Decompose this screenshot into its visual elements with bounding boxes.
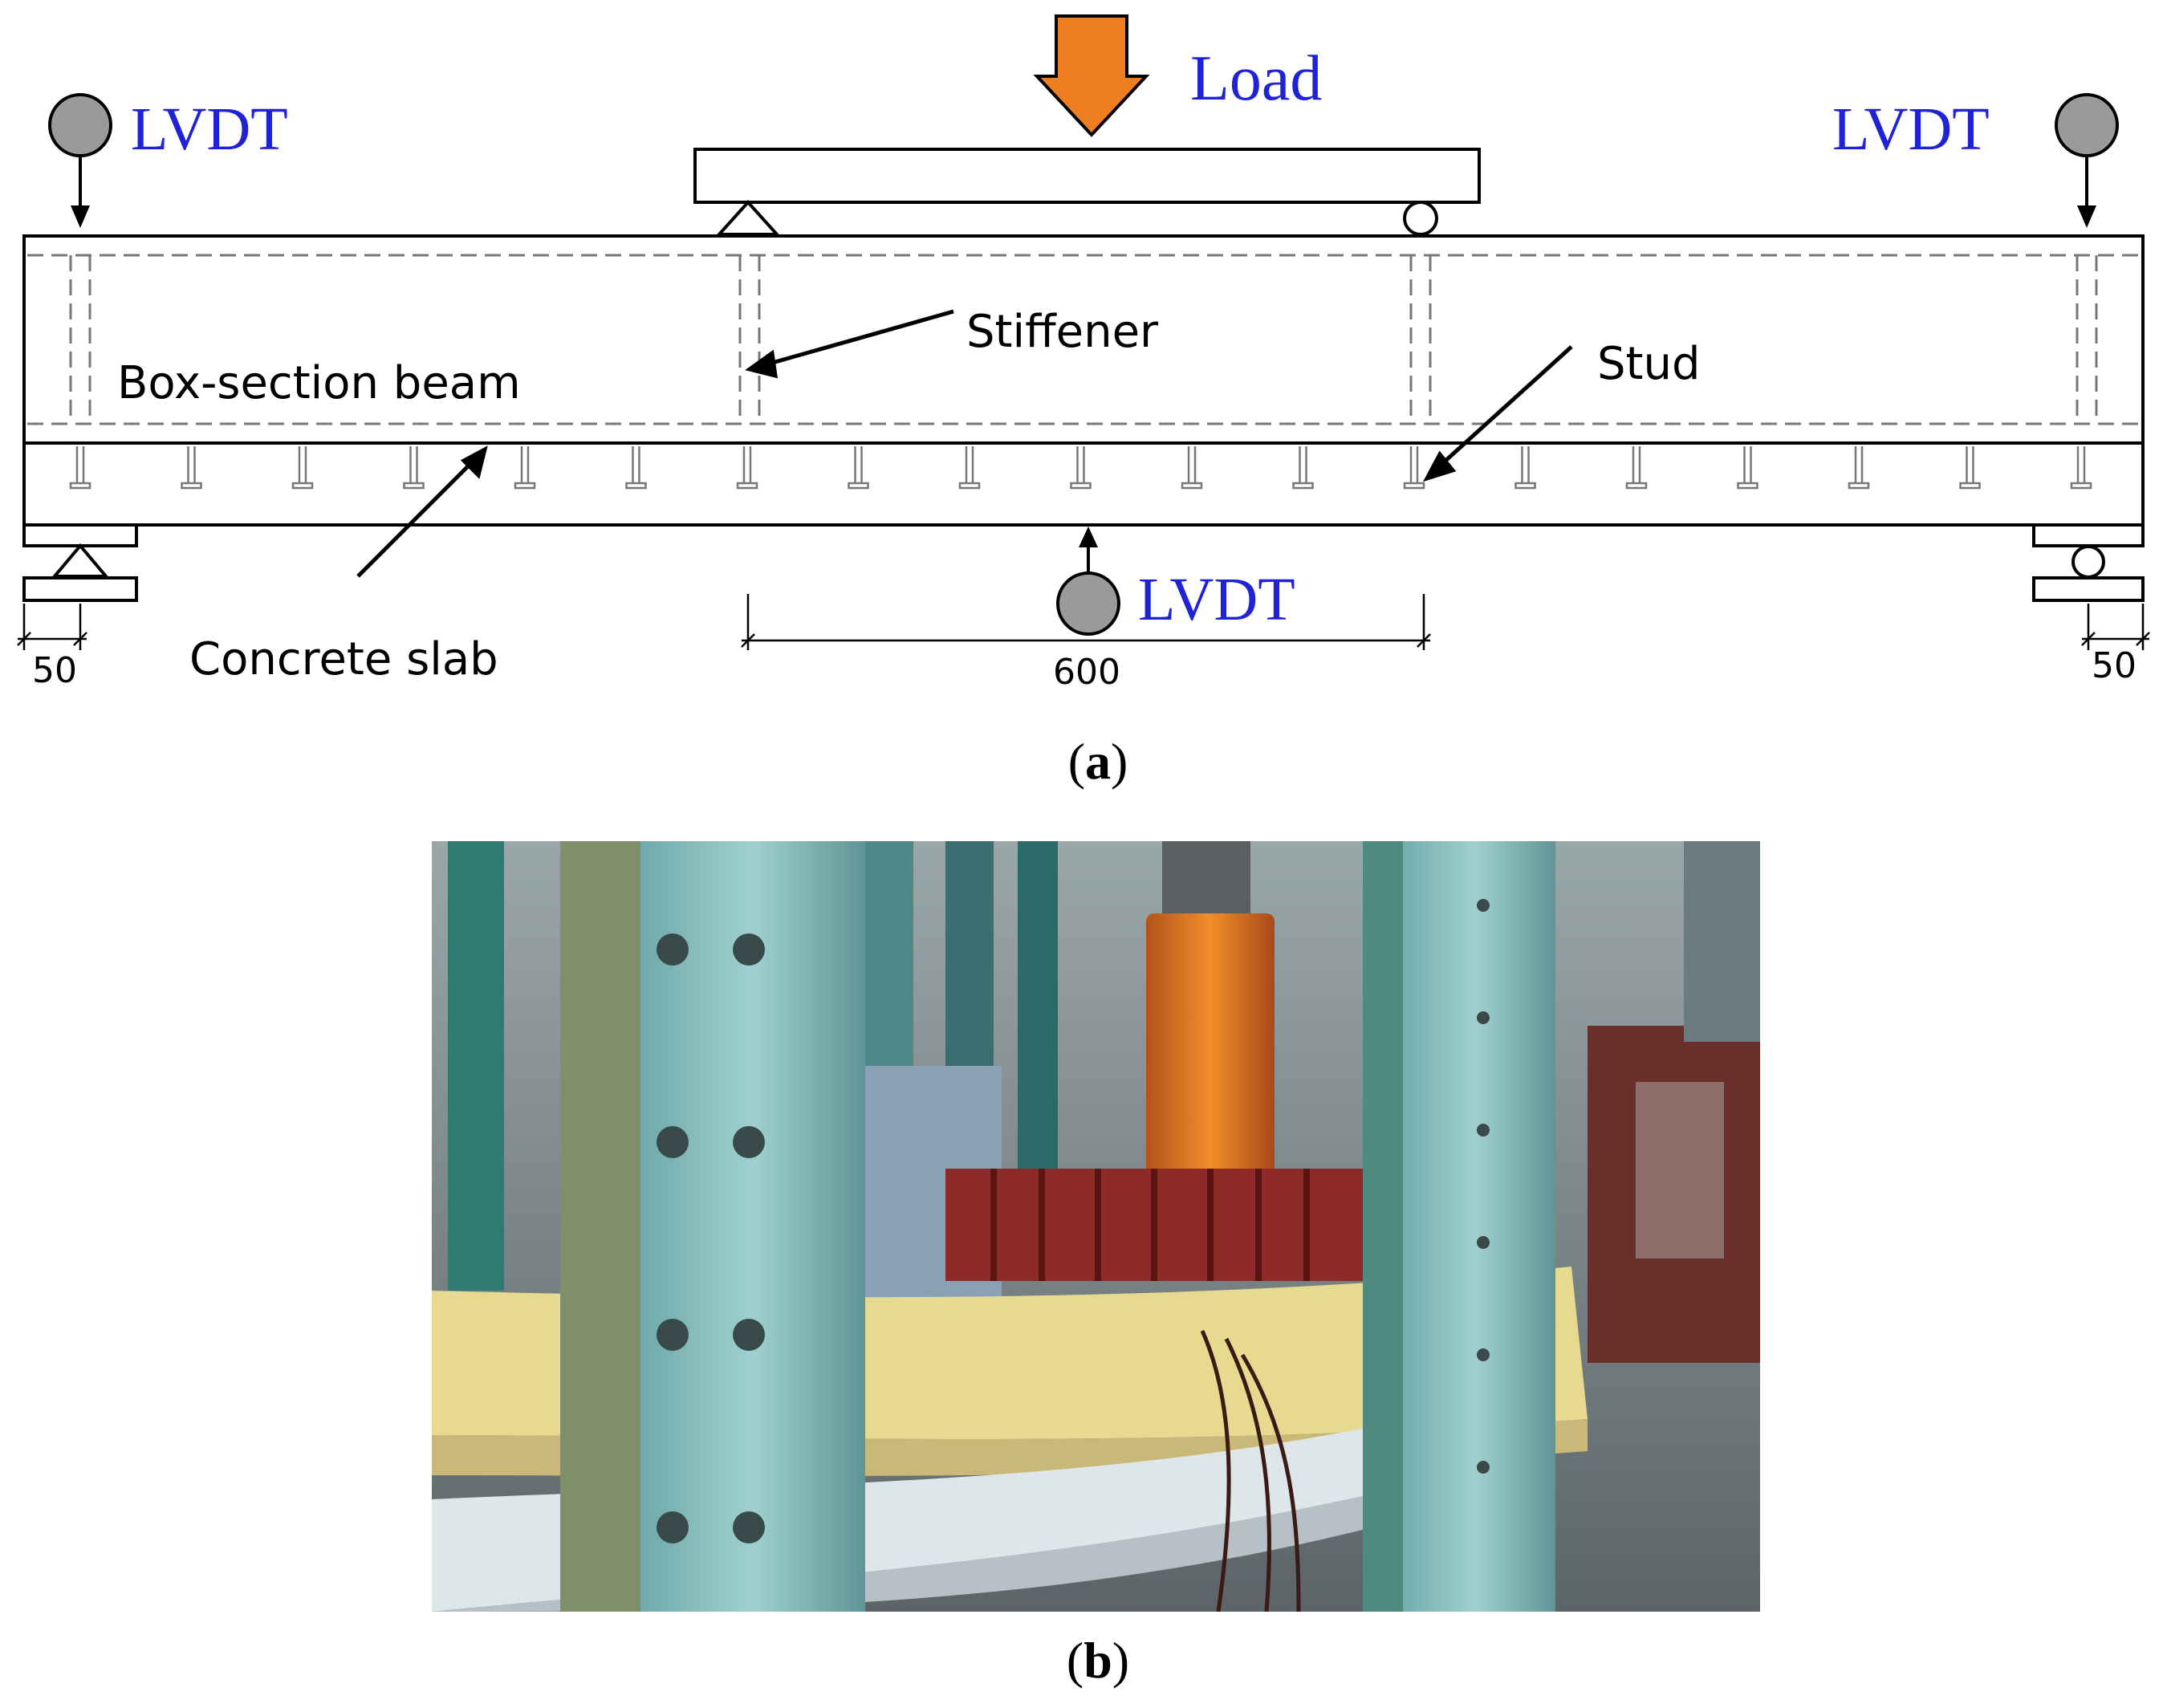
stud-icon xyxy=(69,446,91,490)
lvdt-bottom-label: LVDT xyxy=(1138,566,1295,633)
stud-icon xyxy=(403,446,425,490)
stud-icon xyxy=(1737,446,1758,490)
lvdt-bottom-arrow-icon xyxy=(1079,527,1098,547)
dim-right-support: 50 xyxy=(2092,645,2137,686)
stud-label: Stud xyxy=(1597,338,1701,390)
right-roller-support-icon xyxy=(2071,545,2105,579)
stud-row xyxy=(69,446,2092,490)
left-base-plate xyxy=(22,576,138,602)
stud-icon xyxy=(1403,446,1425,490)
stiffener-label: Stiffener xyxy=(966,306,1159,358)
stud-icon xyxy=(1181,446,1203,490)
lvdt-right-label: LVDT xyxy=(1832,96,1990,163)
lvdt-left-label: LVDT xyxy=(131,96,288,163)
stud-icon xyxy=(1848,446,1870,490)
stud-icon xyxy=(1292,446,1314,490)
stud-icon xyxy=(625,446,647,490)
stud-icon xyxy=(736,446,758,490)
lvdt-left-icon xyxy=(48,93,112,157)
left-pin-support-icon xyxy=(51,543,110,578)
lvdt-bottom-icon xyxy=(1056,571,1120,636)
spreader-beam xyxy=(693,148,1481,204)
right-bearing-plate xyxy=(2032,523,2145,547)
stud-icon xyxy=(1070,446,1092,490)
load-label: Load xyxy=(1190,43,1322,114)
stud-icon xyxy=(291,446,314,490)
stud-icon xyxy=(1514,446,1536,490)
stud-icon xyxy=(2070,446,2092,490)
dim-left-support: 50 xyxy=(32,650,77,691)
schematic-diagram: Load LVDT LVDT LVDT xyxy=(17,14,2150,693)
stud-icon xyxy=(848,446,869,490)
roller-support-icon xyxy=(1403,201,1438,236)
box-section-beam xyxy=(22,234,2145,445)
lvdt-right-arrow-icon xyxy=(2077,205,2096,228)
stud-icon xyxy=(958,446,981,490)
dim-mid-span: 600 xyxy=(1053,652,1120,693)
stud-icon xyxy=(514,446,536,490)
right-base-plate xyxy=(2032,576,2145,602)
lvdt-left-arrow-icon xyxy=(71,205,90,228)
caption-a: (a) xyxy=(1067,733,1128,790)
lvdt-right-icon xyxy=(2055,93,2119,157)
concrete-slab-label: Concrete slab xyxy=(189,633,498,685)
load-arrow-icon xyxy=(1033,14,1150,137)
test-setup-photo xyxy=(432,841,1760,1612)
stud-icon xyxy=(1625,446,1648,490)
box-section-beam-label: Box-section beam xyxy=(117,357,521,409)
left-bearing-plate xyxy=(22,523,138,547)
stud-icon xyxy=(1959,446,1981,490)
caption-b: (b) xyxy=(1066,1632,1130,1689)
pin-support-icon xyxy=(715,200,781,236)
stud-icon xyxy=(181,446,202,490)
